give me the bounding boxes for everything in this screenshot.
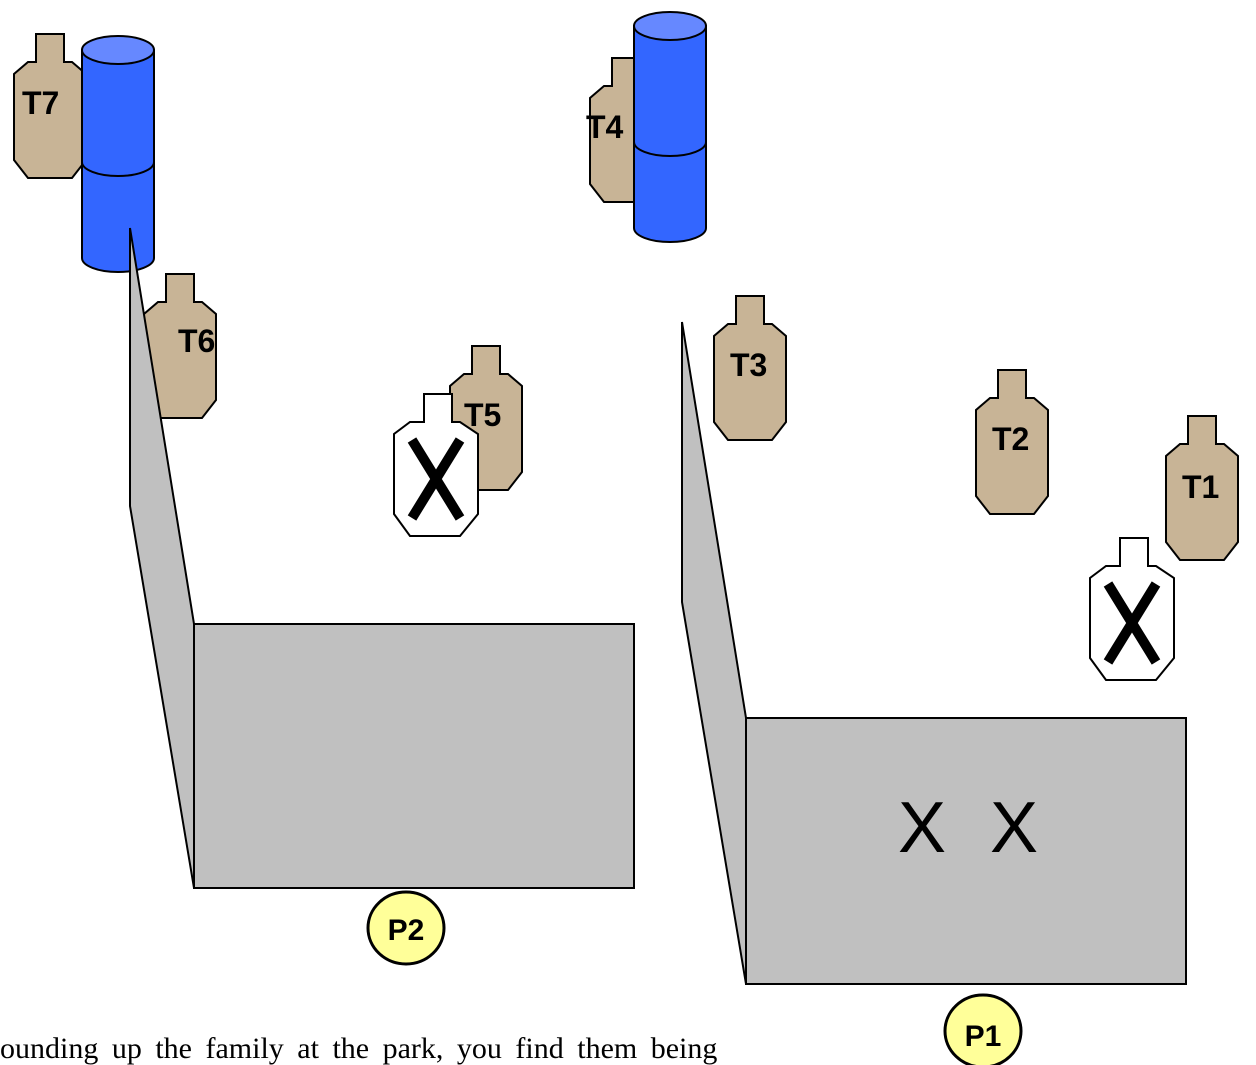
target-t6: T6 xyxy=(143,273,217,419)
target-t4-label: T4 xyxy=(586,109,624,145)
target-t7-label: T7 xyxy=(22,85,59,121)
target-t3-label: T3 xyxy=(730,347,767,383)
x-mark-1: X xyxy=(898,788,946,868)
position-p1-label: P1 xyxy=(965,1020,1002,1053)
wall-right-front xyxy=(745,717,1187,985)
target-t7: T7 xyxy=(13,33,87,179)
target-t3: T3 xyxy=(713,295,787,441)
target-t1: T1 xyxy=(1165,415,1239,561)
target-t1-label: T1 xyxy=(1182,469,1219,505)
position-p1: P1 xyxy=(943,993,1023,1065)
x-mark-2: X xyxy=(990,788,1038,868)
position-p2-label: P2 xyxy=(388,914,425,947)
target-t5: T5 xyxy=(449,345,523,491)
target-t4: T4 xyxy=(586,57,663,203)
target-t2-label: T2 xyxy=(992,421,1029,457)
target-t6-label: T6 xyxy=(178,323,215,359)
barrel-stack-left xyxy=(81,35,155,273)
wall-left-front xyxy=(193,623,635,889)
barrel-stack-right xyxy=(633,11,707,243)
no-shoot-target-left xyxy=(393,393,479,537)
no-shoot-target-right xyxy=(1089,537,1175,681)
position-p2: P2 xyxy=(366,890,446,966)
target-t2: T2 xyxy=(975,369,1049,515)
target-t5-label: T5 xyxy=(464,397,501,433)
stage-description-text: ounding up the family at the park, you f… xyxy=(0,1034,718,1065)
